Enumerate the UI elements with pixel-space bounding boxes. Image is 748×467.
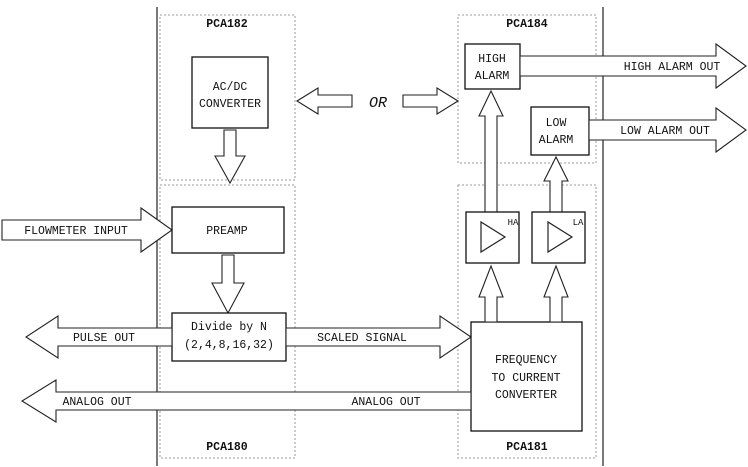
ha-amplifier-block	[465, 211, 520, 264]
scaled-signal-label: SCALED SIGNAL	[317, 332, 407, 345]
module-label-pca182: PCA182	[206, 18, 248, 31]
arrow-pulse-out	[24, 314, 173, 360]
arrow-ha-to-high-alarm	[478, 89, 504, 213]
arrow-or-left	[295, 87, 353, 115]
arrow-low-alarm-out	[588, 106, 747, 154]
high-alarm-label-line1: HIGH	[478, 53, 506, 66]
arrow-or-right	[402, 87, 460, 115]
high-alarm-label-line2: ALARM	[475, 70, 510, 83]
low-alarm-out-label: LOW ALARM OUT	[620, 125, 710, 138]
analog-out-label-left: ANALOG OUT	[62, 396, 131, 409]
f2c-label-line3: CONVERTER	[495, 389, 557, 402]
arrow-high-alarm-out	[519, 42, 747, 90]
module-pca184-region	[457, 14, 597, 164]
preamp-block	[171, 206, 285, 254]
arrow-la-to-low-alarm	[543, 155, 569, 213]
arrow-scaled-signal	[285, 314, 472, 360]
module-label-pca181: PCA181	[506, 441, 548, 454]
analog-out-label-right: ANALOG OUT	[351, 396, 420, 409]
frequency-to-current-converter-block	[470, 321, 583, 432]
divide-by-n-block	[171, 312, 287, 362]
module-label-pca180: PCA180	[206, 441, 248, 454]
arrow-preamp-to-divider	[211, 254, 245, 315]
f2c-label-line2: TO CURRENT	[491, 372, 560, 385]
flowmeter-input-label: FLOWMETER INPUT	[24, 225, 128, 238]
arrow-converter-to-ha	[478, 264, 504, 323]
acdc-converter-label-line1: AC/DC	[213, 81, 248, 94]
acdc-converter-block	[191, 56, 269, 129]
arrow-flowmeter-input	[1, 206, 173, 254]
arrow-converter-to-la	[543, 264, 569, 323]
ha-amplifier-label: HA	[508, 218, 519, 228]
high-alarm-out-label: HIGH ALARM OUT	[624, 61, 721, 74]
arrow-analog-out	[20, 379, 472, 423]
module-pca182-region	[159, 14, 296, 181]
module-label-pca184: PCA184	[506, 18, 548, 31]
low-alarm-label-line1: LOW	[546, 117, 567, 130]
la-amplifier-label: LA	[573, 218, 584, 228]
acdc-converter-label-line2: CONVERTER	[199, 98, 261, 111]
divide-by-n-label-line1: Divide by N	[191, 321, 267, 334]
la-amplifier-block	[531, 211, 586, 264]
or-label: OR	[369, 95, 387, 112]
pulse-out-label: PULSE OUT	[73, 332, 135, 345]
low-alarm-block	[530, 106, 590, 156]
preamp-label: PREAMP	[206, 225, 248, 238]
low-alarm-label-line2: ALARM	[539, 134, 574, 147]
divide-by-n-label-line2: (2,4,8,16,32)	[184, 339, 274, 352]
f2c-label-line1: FREQUENCY	[495, 354, 557, 367]
la-amplifier-triangle-icon	[547, 220, 574, 254]
arrow-acdc-to-preamp	[214, 129, 246, 185]
ha-amplifier-triangle-icon	[480, 220, 507, 254]
module-pca181-region	[457, 184, 597, 459]
